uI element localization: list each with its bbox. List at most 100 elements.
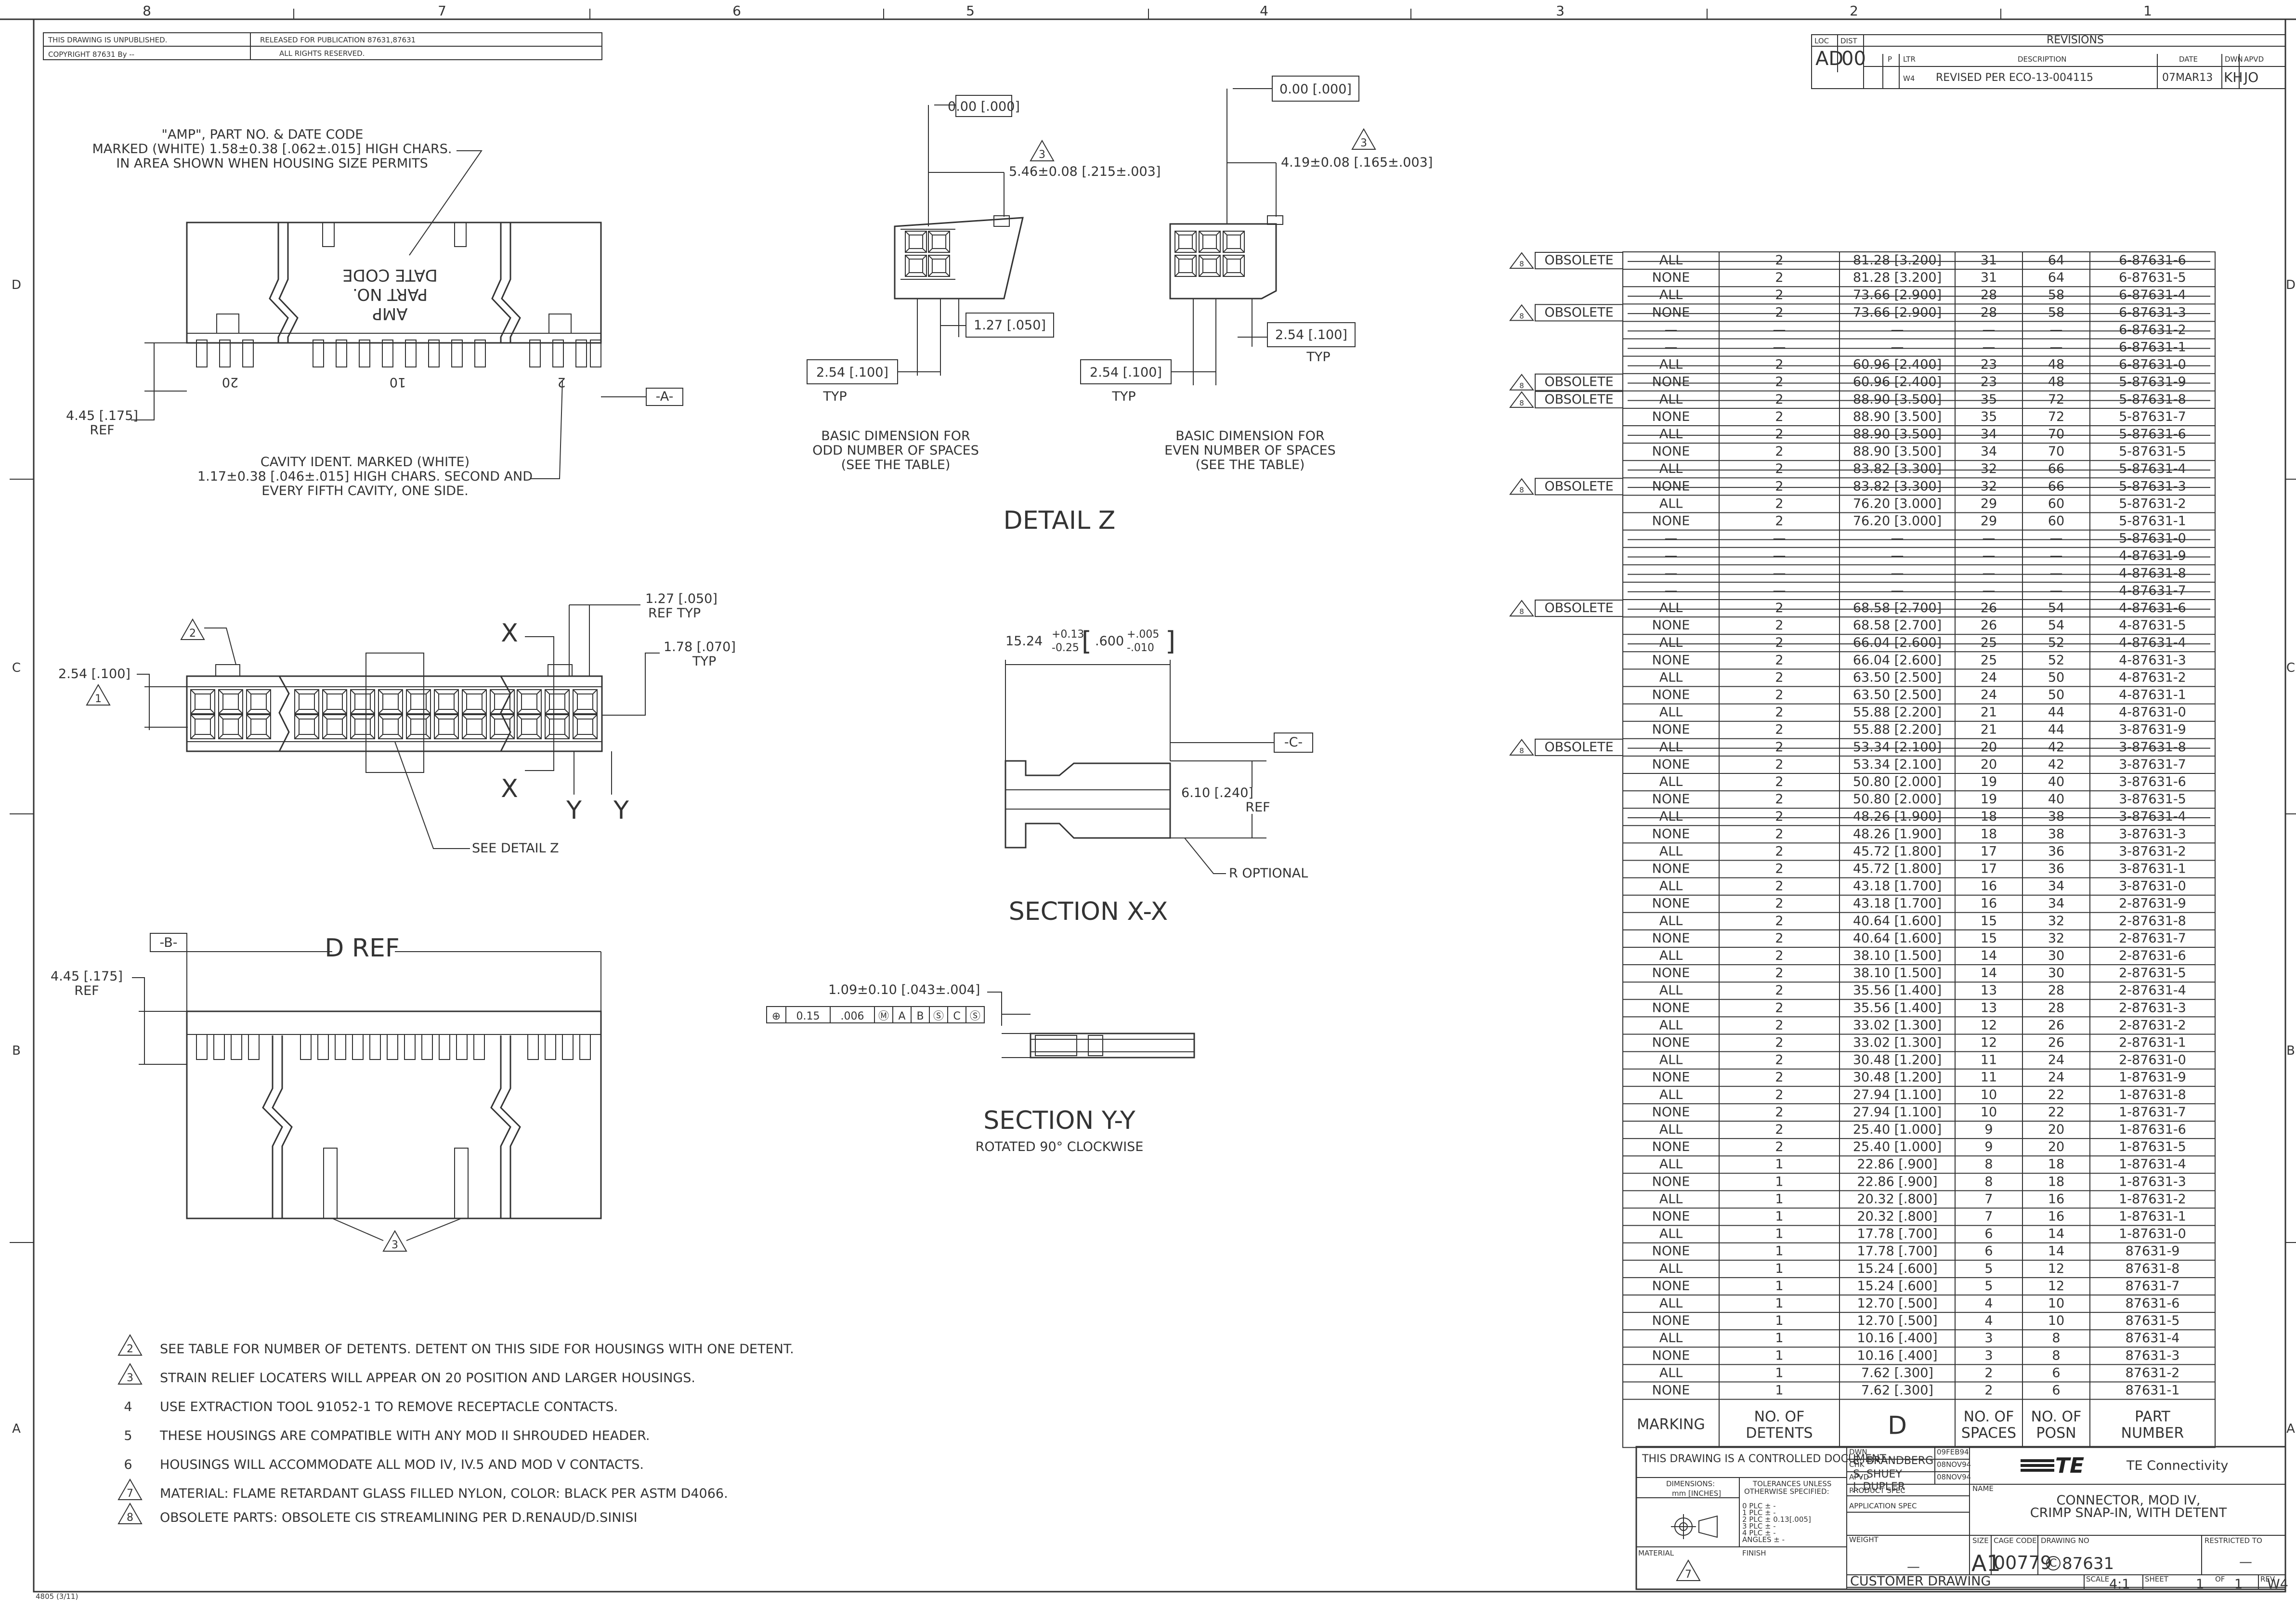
table-cell: NONE	[1652, 1209, 1690, 1224]
table-cell: 87631-8	[2126, 1261, 2180, 1276]
table-cell: ALL	[1659, 1053, 1683, 1068]
front-view: 2 1 2.54 [.100] X X Y Y 1.27 [.050] REF …	[58, 591, 736, 856]
table-cell: NONE	[1652, 1383, 1690, 1398]
table-cell: 68.58 [2.700]	[1853, 618, 1942, 633]
table-cell: 7	[1984, 1191, 1993, 1206]
weight-label: WEIGHT	[1849, 1535, 1879, 1544]
table-cell: 6-87631-2	[2119, 322, 2186, 337]
table-cell: 4-87631-0	[2119, 705, 2186, 720]
x-label-bottom: X	[501, 774, 518, 803]
note-number-5: 5	[124, 1428, 132, 1443]
obsolete-label: OBSOLETE	[1544, 392, 1613, 407]
header-detents-1: NO. OF	[1754, 1409, 1805, 1426]
dwn-label: DWN	[1849, 1448, 1867, 1456]
tolerance-line: 2 PLC ± 0.13[.005]	[1742, 1515, 1811, 1524]
finish-label: FINISH	[1742, 1549, 1766, 1557]
rev-date: 07MAR13	[2162, 72, 2213, 84]
table-cell: 2	[1775, 931, 1783, 946]
table-cell: 35.56 [1.400]	[1853, 983, 1942, 998]
datum-c: -C-	[1284, 735, 1303, 750]
table-cell: 13	[1981, 983, 1997, 998]
table-cell: 2	[1775, 948, 1783, 963]
table-cell: NONE	[1652, 375, 1690, 390]
table-cell: 73.66 [2.900]	[1853, 305, 1942, 320]
table-cell: 22.86 [.900]	[1857, 1174, 1937, 1189]
table-cell: 2	[1775, 601, 1783, 615]
even-pitch-typ: TYP	[1111, 389, 1135, 404]
table-cell: 38	[2048, 826, 2064, 841]
table-cell: 30	[2048, 966, 2064, 981]
rev-label: REV	[2260, 1575, 2275, 1583]
inch-tol-dn: -.010	[1127, 642, 1154, 654]
fcf-cell: A	[898, 1010, 905, 1022]
table-cell: 2	[1775, 826, 1783, 841]
obsolete-flag: 8	[1519, 607, 1524, 616]
table-cell: 17.78 [.700]	[1857, 1227, 1937, 1242]
table-cell: 50.80 [2.000]	[1853, 774, 1942, 789]
top-view: "AMP", PART NO. & DATE CODE MARKED (WHIT…	[66, 127, 683, 498]
table-cell: 8	[2052, 1331, 2060, 1346]
table-cell: 88.90 [3.500]	[1853, 392, 1942, 407]
table-cell: —	[1773, 531, 1786, 546]
table-cell: 6-87631-6	[2119, 253, 2186, 268]
table-cell: 12	[1981, 1035, 1997, 1050]
table-cell: 1-87631-9	[2119, 1070, 2186, 1085]
bracket-close: ]	[1165, 626, 1175, 656]
table-cell: 1-87631-8	[2119, 1087, 2186, 1102]
copyright-notice: COPYRIGHT 87631 By --	[48, 50, 134, 59]
revisions-title: REVISIONS	[2047, 34, 2104, 46]
table-cell: 34	[1981, 444, 1997, 459]
cavity-number-20: 20	[222, 375, 238, 390]
table-cell: 1	[1775, 1279, 1783, 1294]
table-cell: 22	[2048, 1105, 2064, 1120]
rev-dwn: KH	[2224, 69, 2243, 85]
dim-178-typ: TYP	[692, 654, 716, 669]
table-cell: 87631-1	[2126, 1383, 2180, 1398]
table-cell: NONE	[1652, 479, 1690, 494]
table-cell: 2	[1775, 409, 1783, 424]
table-cell: NONE	[1652, 1000, 1690, 1015]
table-cell: 32	[2048, 931, 2064, 946]
table-cell: 19	[1981, 792, 1997, 807]
even-pitch-dim: 2.54 [.100]	[1090, 365, 1162, 380]
header-spaces-2: SPACES	[1961, 1425, 2016, 1442]
table-cell: 6-87631-5	[2119, 270, 2186, 285]
table-cell: 2	[1775, 496, 1783, 511]
scale-value: 4:1	[2109, 1577, 2130, 1592]
table-cell: 88.90 [3.500]	[1853, 409, 1942, 424]
rights-notice: ALL RIGHTS RESERVED.	[279, 49, 365, 58]
header-block: THIS DRAWING IS UNPUBLISHED. COPYRIGHT 8…	[43, 32, 602, 60]
table-cell: 30	[2048, 948, 2064, 963]
marking-note-line1: "AMP", PART NO. & DATE CODE	[162, 127, 364, 142]
width-tol-dn: -0.25	[1052, 642, 1079, 654]
fcf-cell: .006	[841, 1010, 864, 1022]
zone-label-right-D: D	[2286, 278, 2296, 292]
rev-apvd: JO	[2243, 69, 2258, 85]
chk-label: CHK	[1849, 1460, 1865, 1469]
table-cell: 1	[1775, 1331, 1783, 1346]
table-cell: 15.24 [.600]	[1857, 1279, 1937, 1294]
table-cell: 70	[2048, 444, 2064, 459]
table-cell: —	[1773, 340, 1786, 354]
table-cell: 4-87631-7	[2119, 583, 2186, 598]
table-cell: 1-87631-6	[2119, 1122, 2186, 1137]
table-cell: 3-87631-4	[2119, 809, 2186, 824]
table-cell: NONE	[1652, 409, 1690, 424]
table-cell: NONE	[1652, 757, 1690, 772]
customer-drawing: CUSTOMER DRAWING	[1850, 1574, 1991, 1589]
table-cell: NONE	[1652, 1244, 1690, 1259]
table-cell: 12.70 [.500]	[1857, 1296, 1937, 1311]
c-mark-icon: C	[2046, 1556, 2061, 1570]
table-cell: 13	[1981, 1000, 1997, 1015]
table-cell: 2	[1775, 375, 1783, 390]
svg-text:3: 3	[1039, 149, 1045, 161]
table-cell: ALL	[1659, 983, 1683, 998]
rev-ltr: W4	[1903, 74, 1915, 83]
table-cell: 1	[1775, 1244, 1783, 1259]
table-cell: 10.16 [.400]	[1857, 1348, 1937, 1363]
table-cell: 2	[1775, 792, 1783, 807]
table-cell: —	[2050, 340, 2063, 354]
table-cell: ALL	[1659, 392, 1683, 407]
table-cell: 63.50 [2.500]	[1853, 670, 1942, 685]
